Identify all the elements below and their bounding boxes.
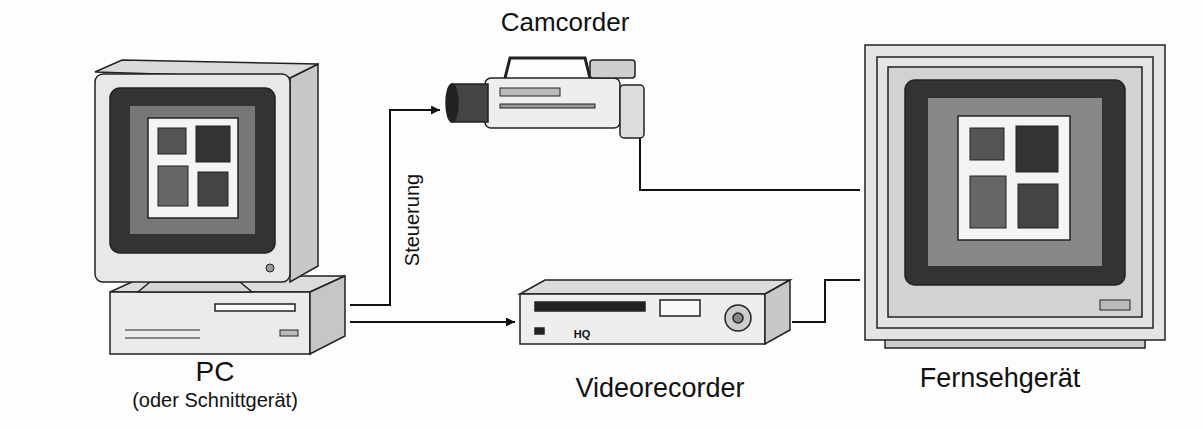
camcorder-drawing-part xyxy=(620,85,644,138)
pc-monitor-part xyxy=(148,118,238,218)
pc-base-part xyxy=(215,304,295,311)
camcorder-drawing-part xyxy=(505,58,590,78)
pc-monitor-part xyxy=(110,88,275,253)
television-drawing-part xyxy=(1100,300,1130,310)
device-label: Camcorder xyxy=(501,8,630,37)
pc-monitor-part xyxy=(158,128,186,154)
pc-monitor-part xyxy=(196,126,230,162)
television-drawing xyxy=(865,45,1165,348)
pc-monitor-part xyxy=(138,282,252,292)
pc-base xyxy=(110,276,345,354)
television-drawing-part xyxy=(877,57,1153,328)
pc-base-part xyxy=(125,338,200,339)
pc-base-part xyxy=(280,330,298,336)
pc-monitor-part xyxy=(158,166,188,206)
device-label: PC xyxy=(196,357,235,388)
camcorder-drawing-part xyxy=(500,88,560,96)
television-drawing-part xyxy=(928,98,1102,266)
device-label: Videorecorder xyxy=(575,374,744,404)
signal-connector xyxy=(640,138,860,190)
television-drawing-part xyxy=(970,128,1004,160)
television-drawing-part xyxy=(905,80,1125,285)
television-drawing-part xyxy=(865,45,1165,340)
pc-monitor-part xyxy=(130,106,255,234)
pc-monitor xyxy=(95,60,318,292)
pc-monitor-part xyxy=(95,74,290,282)
pc-monitor-part xyxy=(290,64,318,282)
signal-connector xyxy=(350,321,515,323)
signal-connector xyxy=(792,280,860,322)
pc-device: PC(oder Schnittgerät) xyxy=(80,55,350,415)
television-device: Fernsehgerät xyxy=(860,40,1170,400)
pc-base-part xyxy=(110,292,310,354)
videorecorder-device: Videorecorder xyxy=(515,275,792,410)
videorecorder-drawing-part xyxy=(535,302,645,311)
camcorder-drawing xyxy=(446,58,644,138)
television-drawing-part xyxy=(1016,126,1058,172)
videorecorder-drawing-part xyxy=(765,280,790,344)
pc-monitor-part xyxy=(266,264,274,272)
videorecorder-drawing-part xyxy=(535,328,544,334)
camcorder-drawing-part xyxy=(590,60,635,78)
device-marking: HQ xyxy=(574,328,591,340)
pc-base-part xyxy=(125,330,200,331)
control-label: Steuerung xyxy=(401,174,423,266)
videorecorder-drawing-part xyxy=(520,294,765,344)
videorecorder-drawing xyxy=(520,280,790,344)
camcorder-drawing-part xyxy=(500,104,595,108)
pc-base-part xyxy=(310,276,345,354)
pc-monitor-part xyxy=(198,172,228,206)
television-drawing-part xyxy=(970,176,1006,228)
device-label: Fernsehgerät xyxy=(920,364,1081,394)
camcorder-device: Camcorder xyxy=(440,5,680,138)
videorecorder-drawing-part xyxy=(725,305,751,331)
videorecorder-drawing-part xyxy=(520,280,790,294)
television-drawing-part xyxy=(1018,184,1058,228)
camcorder-drawing-part xyxy=(446,84,458,122)
television-drawing-part xyxy=(888,67,1142,317)
television-drawing-part xyxy=(958,116,1070,240)
camcorder-drawing-part xyxy=(485,78,620,128)
videorecorder-drawing-part xyxy=(660,300,700,316)
signal-connector xyxy=(350,110,440,305)
device-sublabel: (oder Schnittgerät) xyxy=(132,389,298,411)
videorecorder-drawing-part xyxy=(733,313,743,323)
